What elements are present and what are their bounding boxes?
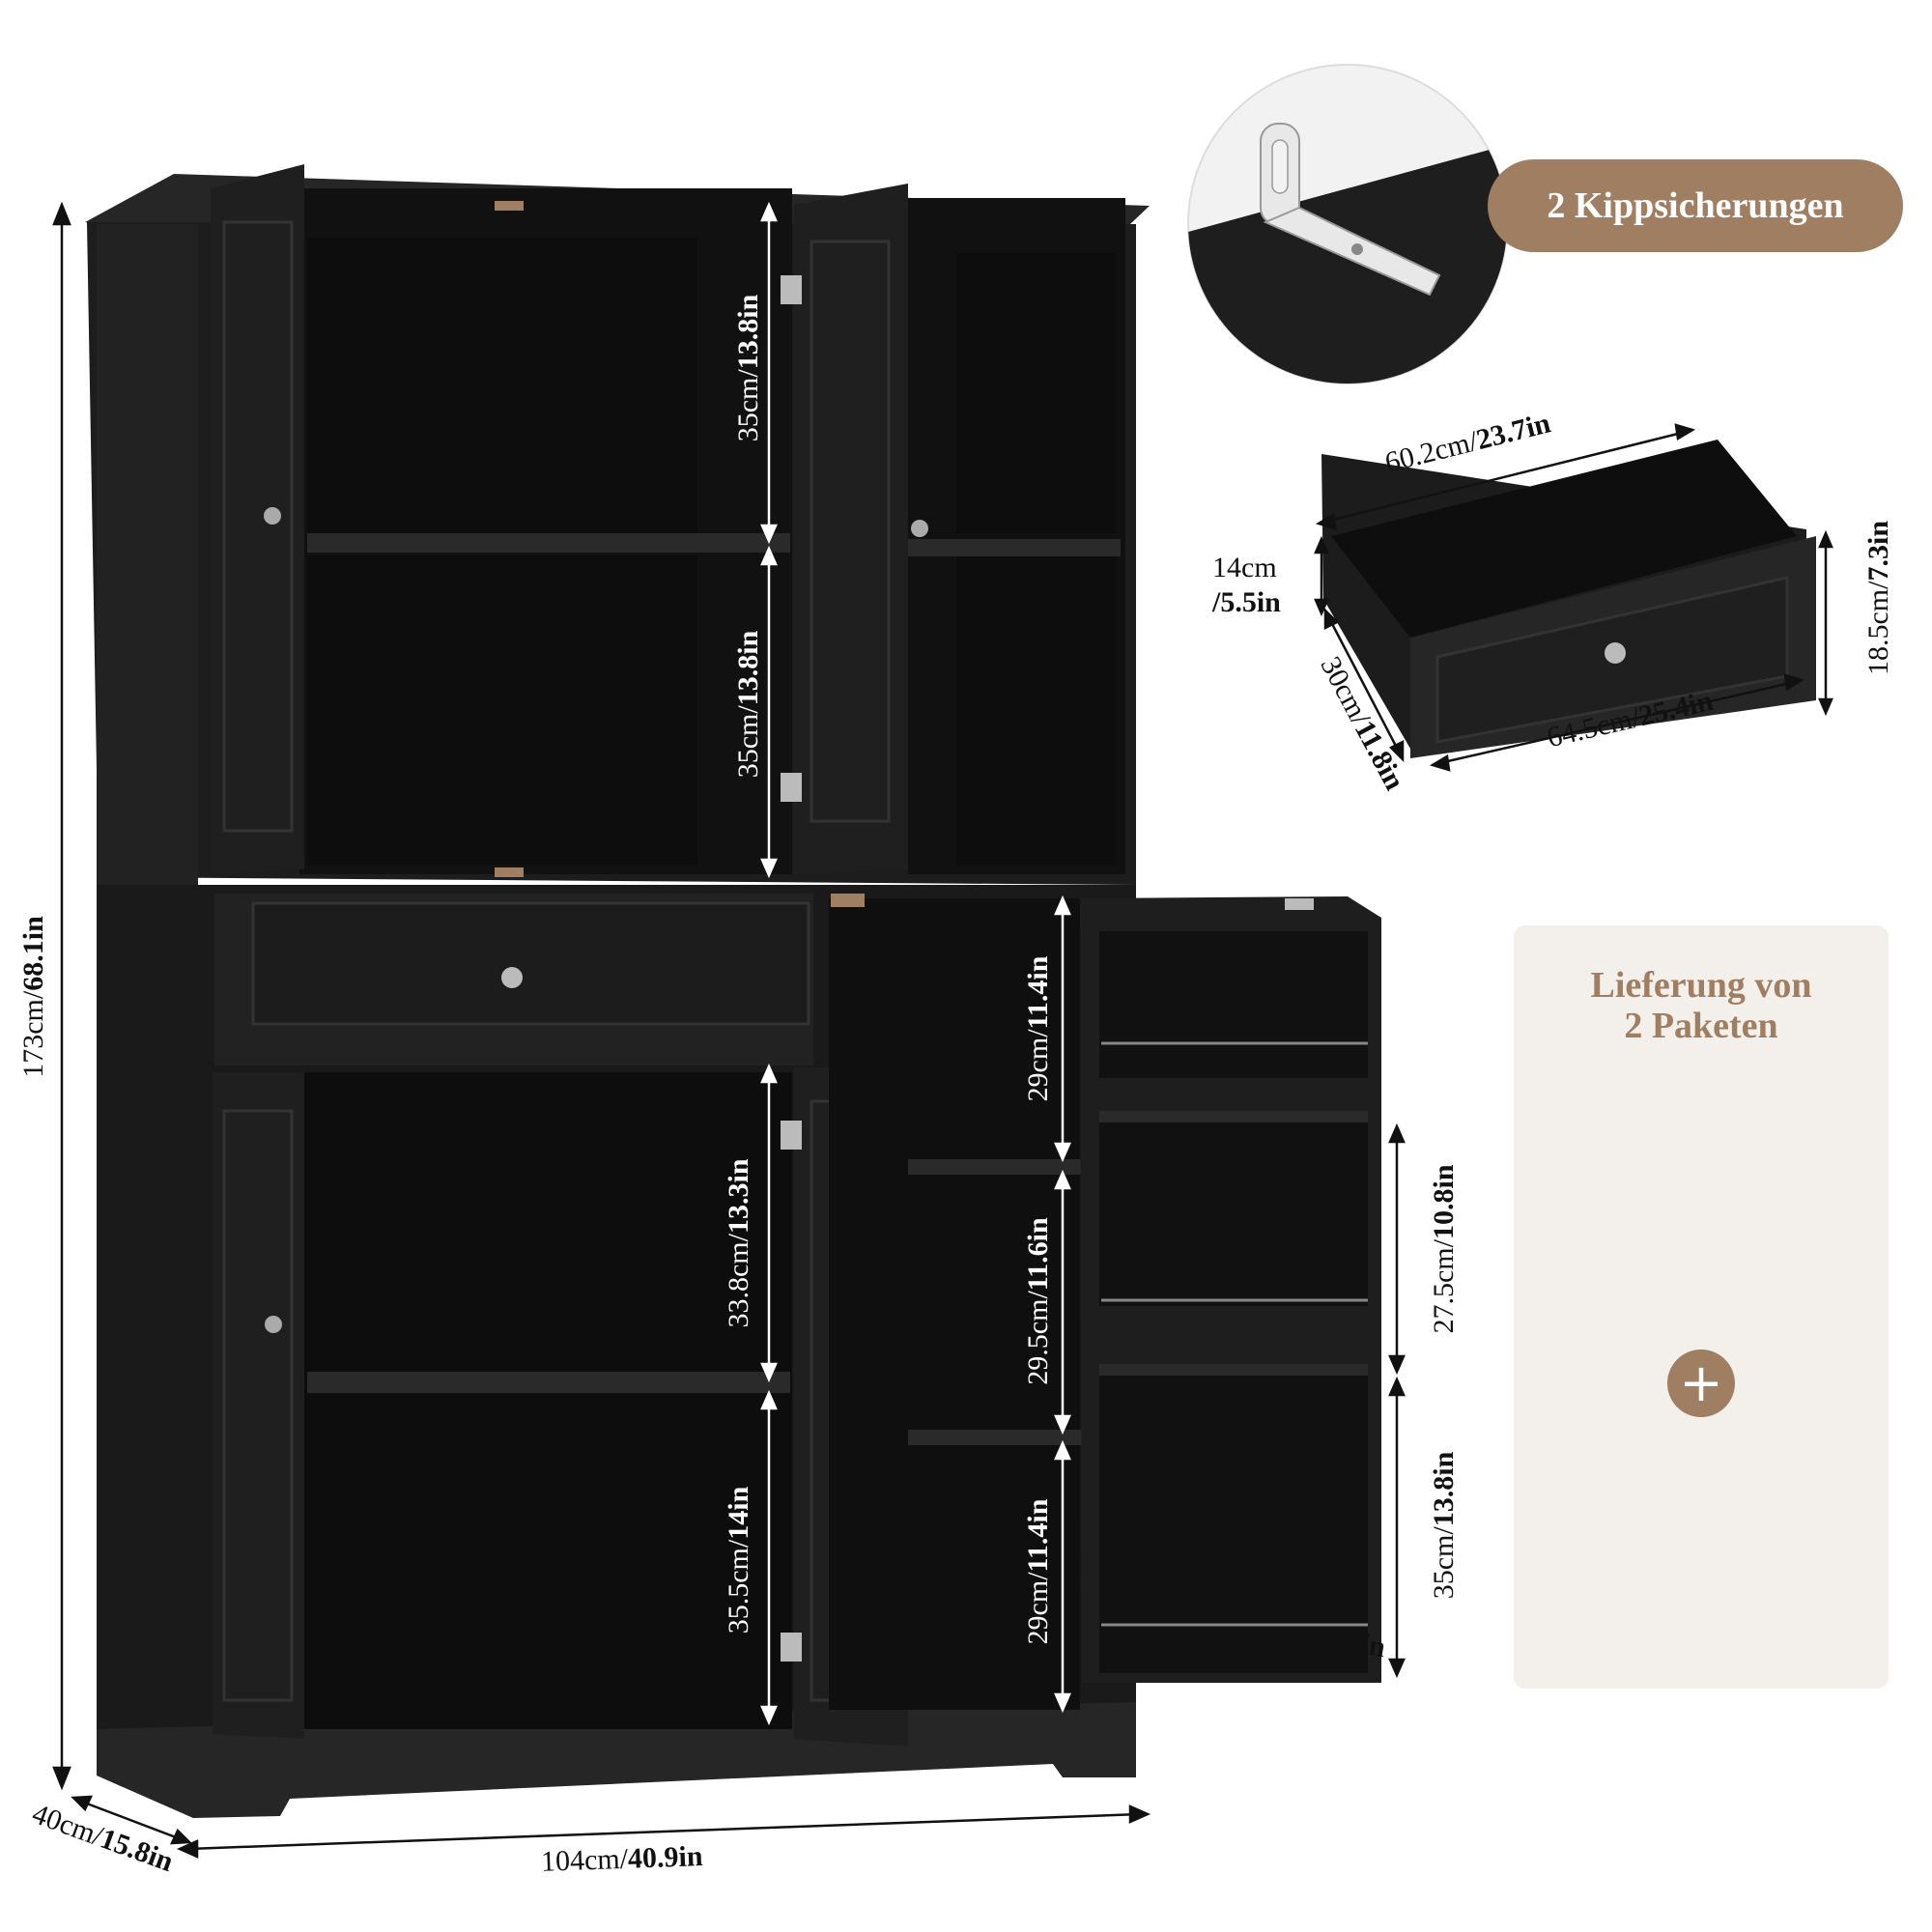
anti-tip-badge: 2 Kippsicherungen — [1488, 159, 1903, 252]
dim-upper-shelf-bottom: 35cm/13.8in — [732, 630, 764, 779]
dim-lower-right-3: 29cm/11.4in — [1022, 1498, 1054, 1645]
dim-width-total: 104cm/40.9in — [540, 1840, 704, 1878]
dim-lower-right-2: 29.5cm/11.6in — [1022, 1217, 1054, 1385]
dim-door-shelf-bottom: 35cm/13.8in — [1428, 1451, 1460, 1600]
overall-dimension-lines — [52, 201, 1151, 1859]
plus-icon: + — [1667, 1350, 1735, 1417]
delivery-title-line1: Lieferung von — [1590, 965, 1812, 1006]
door-dimension-arrows — [1388, 1122, 1406, 1679]
delivery-panel: Lieferung von 2 Paketen — [1514, 925, 1889, 1689]
delivery-title-line2: 2 Paketen — [1624, 1006, 1778, 1046]
dim-lower-left-bottom: 35.5cm/14in — [723, 1486, 754, 1634]
dim-height-total: 173cm/68.1in — [17, 916, 49, 1078]
internal-dimension-arrows — [760, 201, 1071, 1726]
anti-tip-bracket-icon — [1187, 64, 1508, 384]
cabinet-body — [85, 164, 1381, 1818]
anti-tip-badge-label: 2 Kippsicherungen — [1547, 185, 1844, 226]
drawer-detail — [1321, 440, 1816, 758]
dim-lower-left-top: 33.8cm/13.3in — [723, 1158, 754, 1328]
dim-drawer-inner-height: 14cm /5.5in — [1212, 552, 1281, 618]
dim-lower-right-1: 29cm/11.4in — [1022, 955, 1054, 1102]
dim-upper-shelf-top: 35cm/13.8in — [732, 294, 764, 442]
dim-drawer-outer-height: 18.5cm/7.3in — [1862, 520, 1894, 676]
dim-door-shelf-top: 27.5cm/10.8in — [1428, 1164, 1460, 1334]
drawer-dimension-arrows — [1314, 423, 1833, 772]
